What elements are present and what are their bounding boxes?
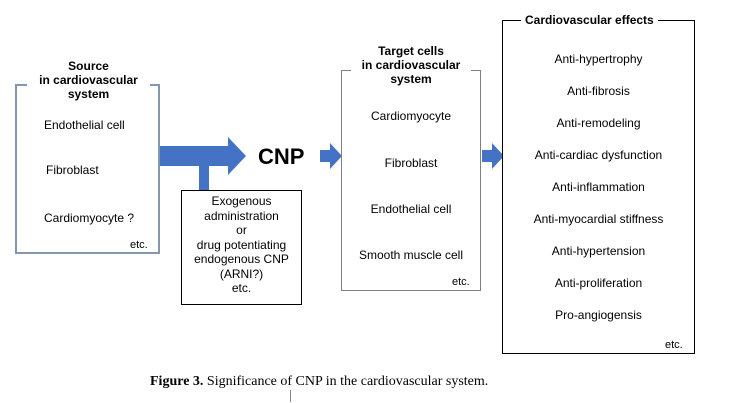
- cnp-label: CNP: [258, 144, 305, 169]
- text-cursor: [290, 390, 291, 402]
- effect-item: Anti-myocardial stiffness: [533, 212, 664, 226]
- exogenous-line-1: Exogenous: [211, 194, 272, 208]
- exogenous-box: Exogenous administration or drug potenti…: [181, 190, 302, 305]
- target-title-line-3: system: [390, 72, 432, 86]
- exogenous-line-2: administration: [204, 208, 279, 223]
- source-item-cardiomyocyte: Cardiomyocyte ?: [44, 211, 135, 225]
- target-item-fibroblast: Fibroblast: [384, 156, 438, 170]
- target-title-line-1: Target cells: [378, 44, 444, 58]
- exogenous-line-3: or: [236, 223, 247, 237]
- effect-item: Anti-cardiac dysfunction: [534, 148, 663, 162]
- effect-item: Pro-angiogensis: [555, 308, 642, 322]
- source-etc: etc.: [130, 239, 148, 251]
- source-item-endothelial-cell: Endothelial cell: [44, 118, 125, 132]
- effect-item: Anti-proliferation: [554, 276, 643, 290]
- caption-text: Significance of CNP in the cardiovascula…: [203, 374, 489, 389]
- exogenous-line-4: drug potentiating: [196, 237, 287, 252]
- effect-item: Anti-fibrosis: [567, 84, 630, 98]
- effects-etc: etc.: [665, 339, 683, 351]
- source-title-line-2: in cardiovascular: [39, 73, 138, 87]
- source-to-cnp-arrow: [160, 137, 246, 175]
- exogenous-line-6: (ARNI?): [219, 266, 264, 281]
- source-title-line-1: Source: [68, 59, 109, 73]
- target-title-line-2: in cardiovascular: [361, 58, 461, 72]
- target-etc: etc.: [452, 276, 470, 288]
- cnp-to-target-arrow: [320, 143, 342, 169]
- effect-item: Anti-inflammation: [552, 180, 645, 194]
- effects-box-title: Cardiovascular effects: [521, 13, 658, 27]
- source-box-title: Source in cardiovascular system: [27, 59, 150, 101]
- exogenous-connector: [199, 166, 209, 190]
- target-item-cardiomyocyte: Cardiomyocyte: [370, 109, 452, 123]
- source-item-fibroblast: Fibroblast: [46, 163, 99, 177]
- effect-item: Anti-hypertrophy: [554, 52, 643, 66]
- caption-label: Figure 3.: [150, 374, 204, 389]
- source-box: [15, 84, 160, 254]
- effect-item: Anti-remodeling: [556, 116, 641, 130]
- source-title-line-3: system: [67, 87, 110, 101]
- effects-box: [502, 20, 695, 354]
- target-box-title: Target cells in cardiovascular system: [351, 44, 471, 86]
- effect-item: Anti-hypertension: [551, 244, 646, 258]
- exogenous-line-7: etc.: [231, 281, 252, 295]
- exogenous-line-5: endogenous CNP: [194, 252, 289, 266]
- target-item-endothelial-cell: Endothelial cell: [370, 202, 452, 216]
- target-to-effects-arrow: [482, 143, 504, 169]
- figure-caption: Figure 3. Significance of CNP in the car…: [150, 374, 488, 390]
- target-item-smooth-muscle-cell: Smooth muscle cell: [358, 248, 464, 262]
